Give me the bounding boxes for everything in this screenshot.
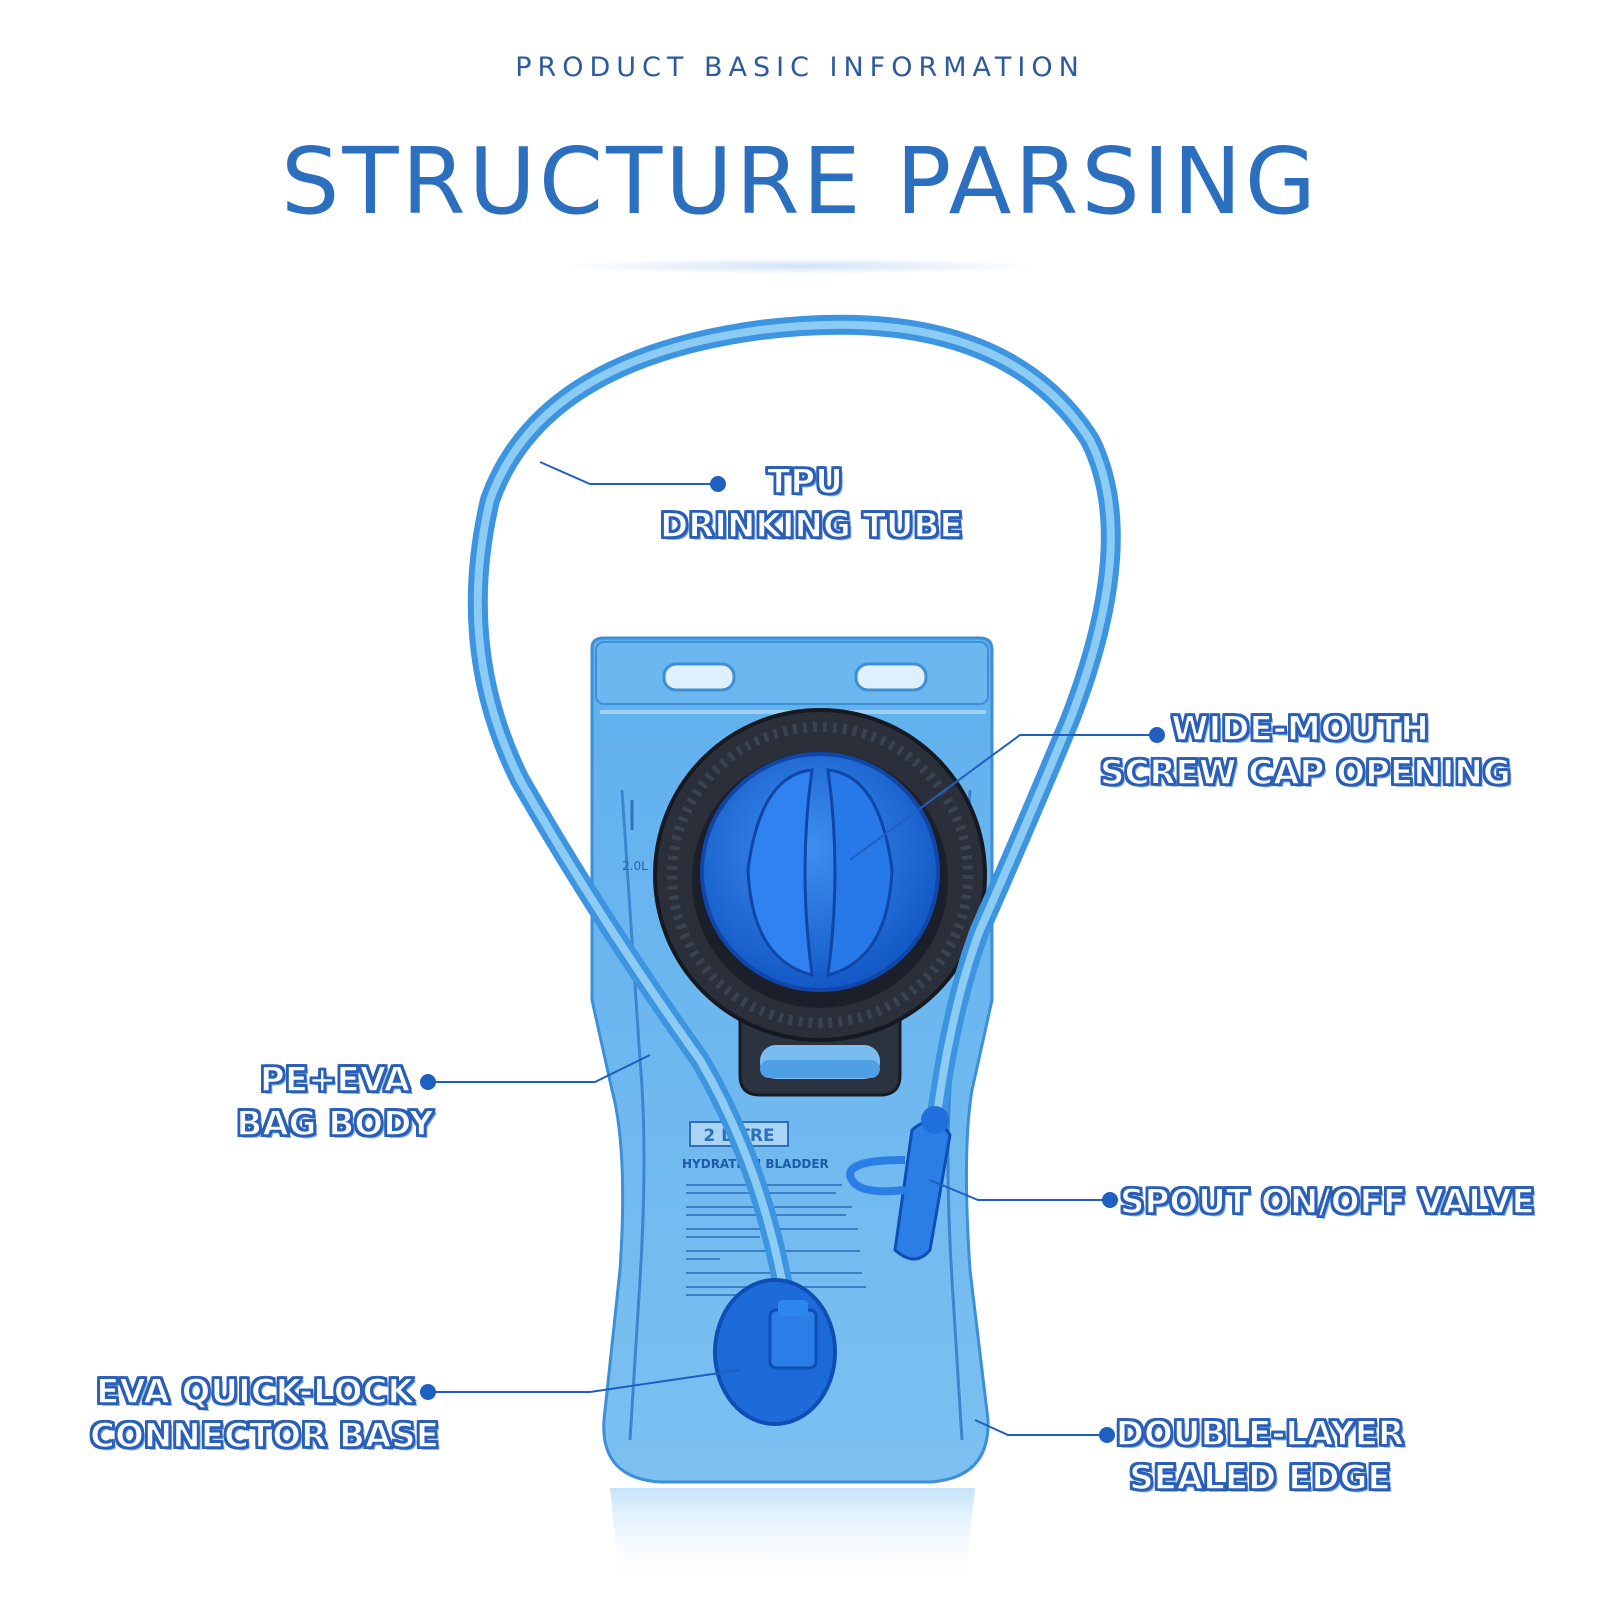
cap-grip-left <box>746 768 814 977</box>
callout-spout-valve: SPOUT ON/OFF VALVE <box>1119 1180 1535 1224</box>
hang-slot-right <box>854 662 928 692</box>
leader-dot-spout-valve <box>1102 1192 1118 1208</box>
leader-spout-valve <box>929 1179 1108 1201</box>
bag-reflection <box>610 1488 975 1585</box>
page-title: STRUCTURE PARSING <box>280 128 1320 235</box>
leader-connector-base <box>432 1369 741 1393</box>
callout-line2: BAG BODY <box>236 1103 435 1145</box>
leader-dot-bag-body <box>420 1074 436 1090</box>
callout-bag-body: PE+EVA BAG BODY <box>230 1058 440 1146</box>
callout-line1: WIDE-MOUTH <box>1170 708 1429 750</box>
leader-dot-tpu-tube <box>710 476 726 492</box>
leader-sealed-edge <box>974 1419 1106 1436</box>
title-underline-glow <box>560 258 1040 274</box>
callout-line1: PE+EVA <box>259 1059 411 1101</box>
callout-line1: EVA QUICK-LOCK <box>95 1371 414 1413</box>
callout-screw-cap-opening: WIDE-MOUTH SCREW CAP OPENING <box>1099 707 1511 795</box>
callout-line2: DRINKING TUBE <box>659 505 963 547</box>
callout-line1: TPU <box>766 461 843 503</box>
callout-line1: SPOUT ON/OFF VALVE <box>1119 1181 1535 1223</box>
leader-tpu-tube <box>539 461 718 485</box>
valve-cap-strap <box>846 1156 906 1196</box>
leader-dot-sealed-edge <box>1099 1427 1115 1443</box>
scale-mark: 2.0L <box>622 859 648 873</box>
callout-connector-base: EVA QUICK-LOCK CONNECTOR BASE <box>89 1370 440 1458</box>
leader-screw-cap <box>849 734 1155 861</box>
leader-dot-screw-cap <box>1149 727 1165 743</box>
callout-line2: SEALED EDGE <box>1128 1457 1391 1499</box>
cap-grip-right <box>826 768 894 977</box>
quick-lock-connector <box>768 1308 818 1370</box>
callout-tpu-drinking-tube: TPU DRINKING TUBE <box>659 460 963 548</box>
bag-top-seal <box>595 641 989 705</box>
hang-slot-left <box>662 662 736 692</box>
leader-dot-connector-base <box>420 1384 436 1400</box>
screw-cap <box>700 752 940 992</box>
callout-line2: SCREW CAP OPENING <box>1099 752 1511 794</box>
callout-line2: CONNECTOR BASE <box>89 1415 440 1457</box>
callout-sealed-edge: DOUBLE-LAYER SEALED EDGE <box>1110 1412 1410 1500</box>
leader-bag-body <box>432 1054 651 1083</box>
callout-line1: DOUBLE-LAYER <box>1115 1413 1405 1455</box>
leader-lines <box>432 461 1155 1436</box>
section-subtitle: PRODUCT BASIC INFORMATION <box>515 52 1085 83</box>
